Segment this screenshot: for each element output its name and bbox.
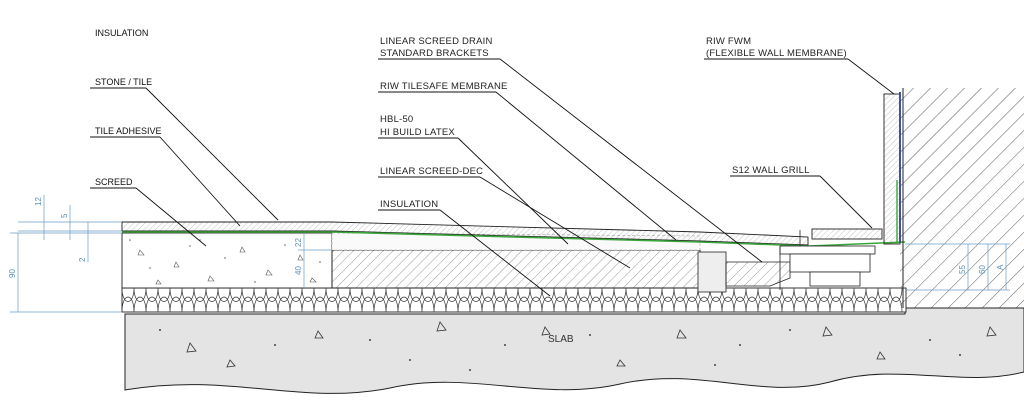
slab-label: SLAB <box>548 334 574 345</box>
slab <box>124 307 1024 394</box>
stone-tile-layer <box>121 221 809 246</box>
dimensions-left: 12 5 2 90 <box>8 195 122 313</box>
linear-drain-body <box>697 230 876 293</box>
label-wall-grill: S12 WALL GRILL <box>732 165 810 176</box>
dimensions-middle: 22 40 <box>294 233 332 288</box>
slab-dots <box>159 329 961 371</box>
title-insulation: INSULATION <box>95 28 148 38</box>
label-hbl-line1: HBL-50 <box>380 114 413 125</box>
dimensions-right: 55 60 A <box>905 243 1010 291</box>
screed-layer <box>121 232 333 289</box>
label-drain-line2: STANDARD BRACKETS <box>380 48 489 59</box>
label-screed: SCREED <box>95 177 133 187</box>
wall-grill <box>811 228 883 240</box>
dim-a: A <box>996 264 1005 270</box>
dim-12: 12 <box>34 197 43 206</box>
label-drain-line1: LINEAR SCREED DRAIN <box>380 36 493 47</box>
dim-60: 60 <box>978 265 987 274</box>
label-tilesafe: RIW TILESAFE MEMBRANE <box>380 81 508 92</box>
dim-40: 40 <box>294 266 303 275</box>
insulation-wave <box>121 287 903 313</box>
label-stone-tile: STONE / TILE <box>95 77 152 87</box>
dim-5: 5 <box>60 213 69 218</box>
label-fwm-line1: RIW FWM <box>706 36 751 47</box>
screed-aggregate <box>137 246 317 285</box>
label-hbl-line2: HI BUILD LATEX <box>380 127 455 138</box>
label-insulation: INSULATION <box>380 199 438 210</box>
label-tile-adhesive: TILE ADHESIVE <box>95 126 162 136</box>
slab-aggregate <box>186 321 997 368</box>
membrane-green <box>122 231 906 247</box>
wall-hatch <box>900 88 1024 308</box>
label-screed-dec: LINEAR SCREED-DEC <box>380 166 483 177</box>
dim-2: 2 <box>78 257 87 262</box>
screed-dots <box>129 239 321 283</box>
dim-55: 55 <box>958 265 967 274</box>
dim-22: 22 <box>294 238 303 247</box>
insulation-pattern <box>121 287 903 313</box>
label-fwm-line2: (FLEXIBLE WALL MEMBRANE) <box>706 48 847 59</box>
dim-90: 90 <box>8 269 17 278</box>
leader-lines <box>90 58 895 297</box>
